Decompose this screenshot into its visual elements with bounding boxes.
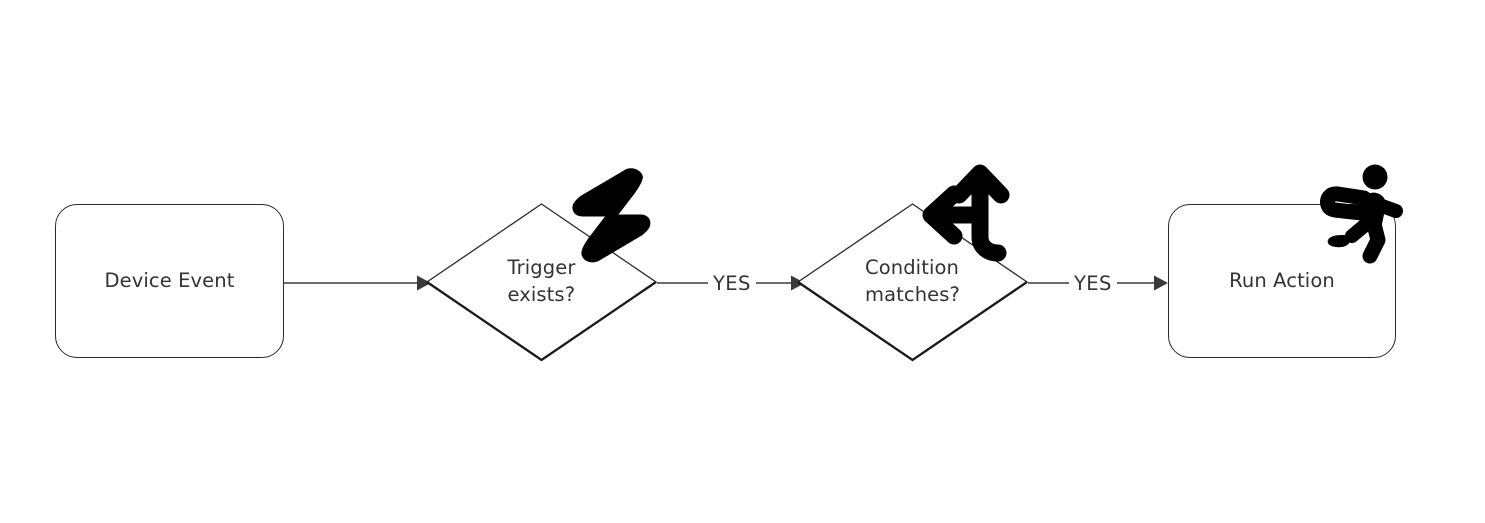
node-trigger-exists-text: Trigger exists? [426, 203, 657, 361]
node-condition-matches[interactable]: Condition matches? [796, 203, 1029, 362]
node-device-event[interactable]: Device Event [55, 204, 284, 358]
node-device-event-label: Device Event [104, 268, 235, 292]
edge-device-event-to-trigger [283, 275, 431, 291]
edge-label-yes-2: YES [1069, 272, 1117, 295]
node-condition-matches-label: Condition matches? [865, 256, 960, 306]
node-trigger-exists-label: Trigger exists? [507, 256, 576, 306]
edge-label-yes-1: YES [708, 272, 756, 295]
node-condition-matches-text: Condition matches? [797, 203, 1028, 361]
node-run-action[interactable]: Run Action [1168, 204, 1396, 358]
node-run-action-label: Run Action [1229, 268, 1335, 292]
node-trigger-exists[interactable]: Trigger exists? [425, 203, 658, 362]
